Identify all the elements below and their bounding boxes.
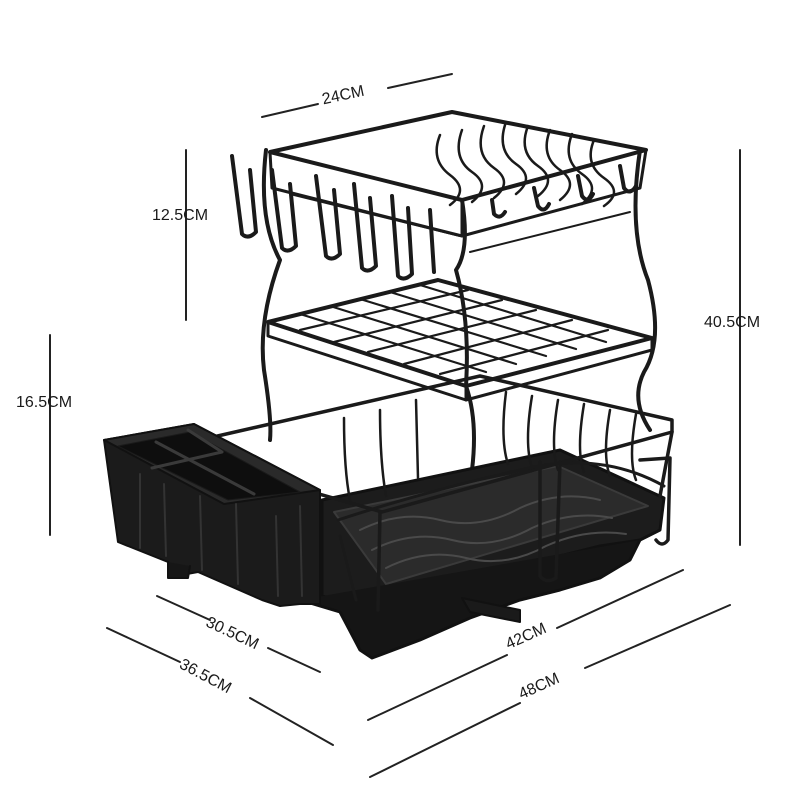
- dim-line-tray-width-left: [367, 654, 508, 721]
- dim-line-top-width-right: [387, 73, 453, 89]
- dimension-lines: [49, 73, 741, 778]
- utensil-holder: [103, 423, 321, 607]
- dim-line-tray-depth-right: [267, 647, 321, 673]
- dim-line-overall-depth-left: [106, 627, 181, 663]
- dim-line-overall-width-left: [369, 702, 521, 778]
- dim-label-top-tier-height: 12.5CM: [152, 207, 209, 224]
- top-tier: [230, 110, 648, 281]
- dim-line-tray-width-right: [556, 569, 684, 629]
- dim-line-top-width-left: [261, 103, 319, 118]
- dim-label-middle-height: 16.5CM: [16, 394, 73, 411]
- dim-label-total-height: 40.5CM: [704, 314, 761, 331]
- dim-line-overall-width-right: [584, 604, 731, 669]
- dim-line-overall-depth-right: [249, 697, 334, 746]
- dim-line-tray-depth-left: [156, 595, 211, 621]
- bottom-basket: [198, 374, 674, 660]
- middle-tier: [266, 278, 654, 402]
